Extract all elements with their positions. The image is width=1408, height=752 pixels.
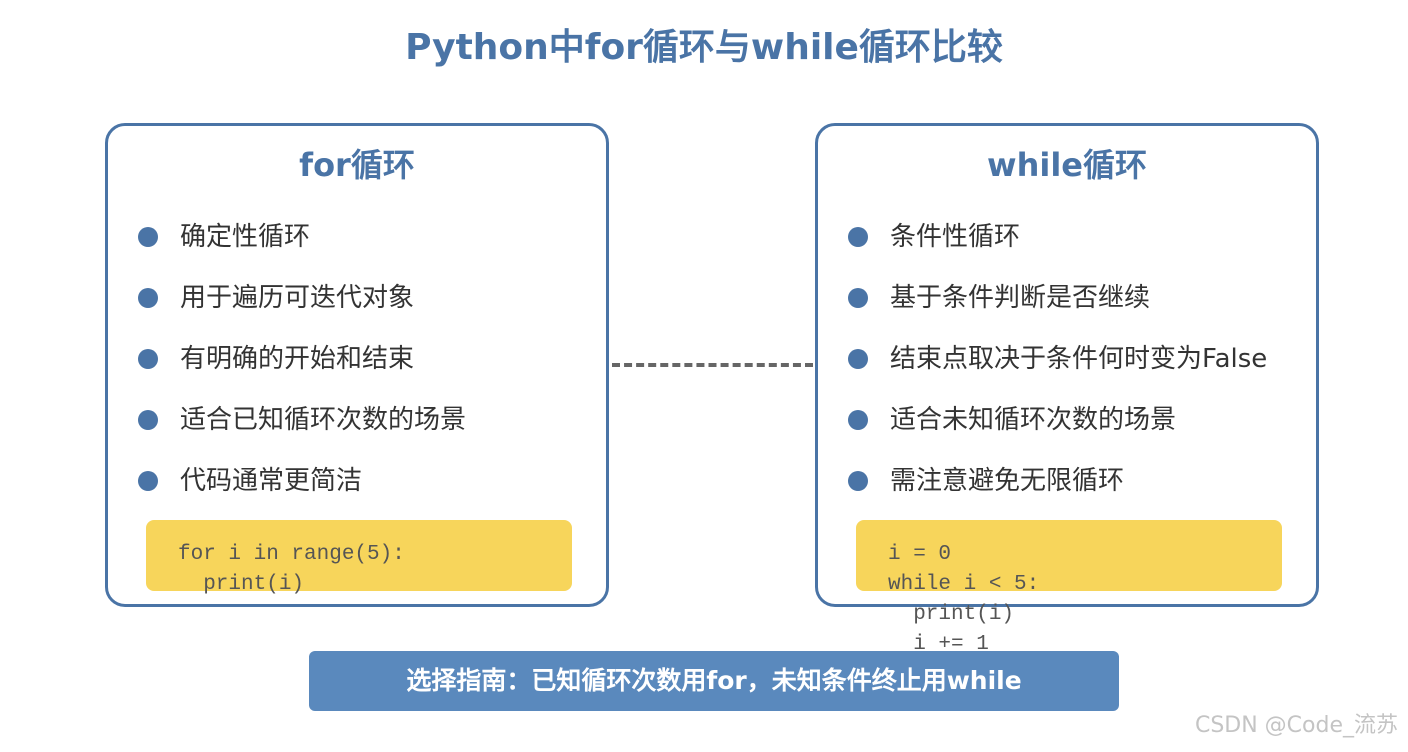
list-item: 有明确的开始和结束 [136,330,466,391]
bullet-dot-icon [138,471,158,491]
list-item-text: 有明确的开始和结束 [180,344,415,374]
list-item-text: 代码通常更简洁 [180,466,363,496]
bullet-dot-icon [848,288,868,308]
list-item: 用于遍历可迭代对象 [136,269,466,330]
while-loop-feature-list: 条件性循环 基于条件判断是否继续 结束点取决于条件何时变为False 适合未知循… [846,208,1267,513]
while-loop-card-title: while循环 [987,146,1147,184]
bullet-dot-icon [138,227,158,247]
bullet-dot-icon [848,349,868,369]
list-item-text: 条件性循环 [890,222,1021,252]
list-item: 适合已知循环次数的场景 [136,391,466,452]
bullet-dot-icon [138,349,158,369]
bullet-dot-icon [138,410,158,430]
bullet-dot-icon [138,288,158,308]
for-loop-feature-list: 确定性循环 用于遍历可迭代对象 有明确的开始和结束 适合已知循环次数的场景 代码… [136,208,466,513]
list-item: 结束点取决于条件何时变为False [846,330,1267,391]
list-item-text: 需注意避免无限循环 [890,466,1125,496]
while-loop-code-snippet: i = 0 while i < 5: print(i) i += 1 [888,543,1040,656]
while-loop-code-box [856,520,1282,591]
list-item-text: 基于条件判断是否继续 [890,283,1151,313]
list-item-text: 适合未知循环次数的场景 [890,405,1177,435]
list-item-text: 结束点取决于条件何时变为False [890,344,1268,374]
bullet-dot-icon [848,410,868,430]
bullet-dot-icon [848,471,868,491]
list-item: 代码通常更简洁 [136,452,466,513]
watermark: CSDN @Code_流苏 [1194,713,1398,738]
for-loop-code-box [146,520,572,591]
for-loop-card: for循环 确定性循环 用于遍历可迭代对象 有明确的开始和结束 适合已知循环次数… [105,123,609,607]
while-loop-card: while循环 条件性循环 基于条件判断是否继续 结束点取决于条件何时变为Fal… [815,123,1319,656]
list-item: 基于条件判断是否继续 [846,269,1267,330]
list-item: 需注意避免无限循环 [846,452,1267,513]
selection-guide-banner: 选择指南：已知循环次数用for，未知条件终止用while [309,651,1119,711]
list-item-text: 用于遍历可迭代对象 [180,283,415,313]
bullet-dot-icon [848,227,868,247]
list-item-text: 确定性循环 [180,222,311,252]
list-item-text: 适合已知循环次数的场景 [180,405,467,435]
list-item: 确定性循环 [136,208,466,269]
for-loop-card-title: for循环 [299,146,415,184]
list-item: 条件性循环 [846,208,1267,269]
list-item: 适合未知循环次数的场景 [846,391,1267,452]
page-title: Python中for循环与while循环比较 [405,27,1003,68]
for-loop-code-snippet: for i in range(5): print(i) [178,543,405,596]
dashed-connector [612,363,813,367]
